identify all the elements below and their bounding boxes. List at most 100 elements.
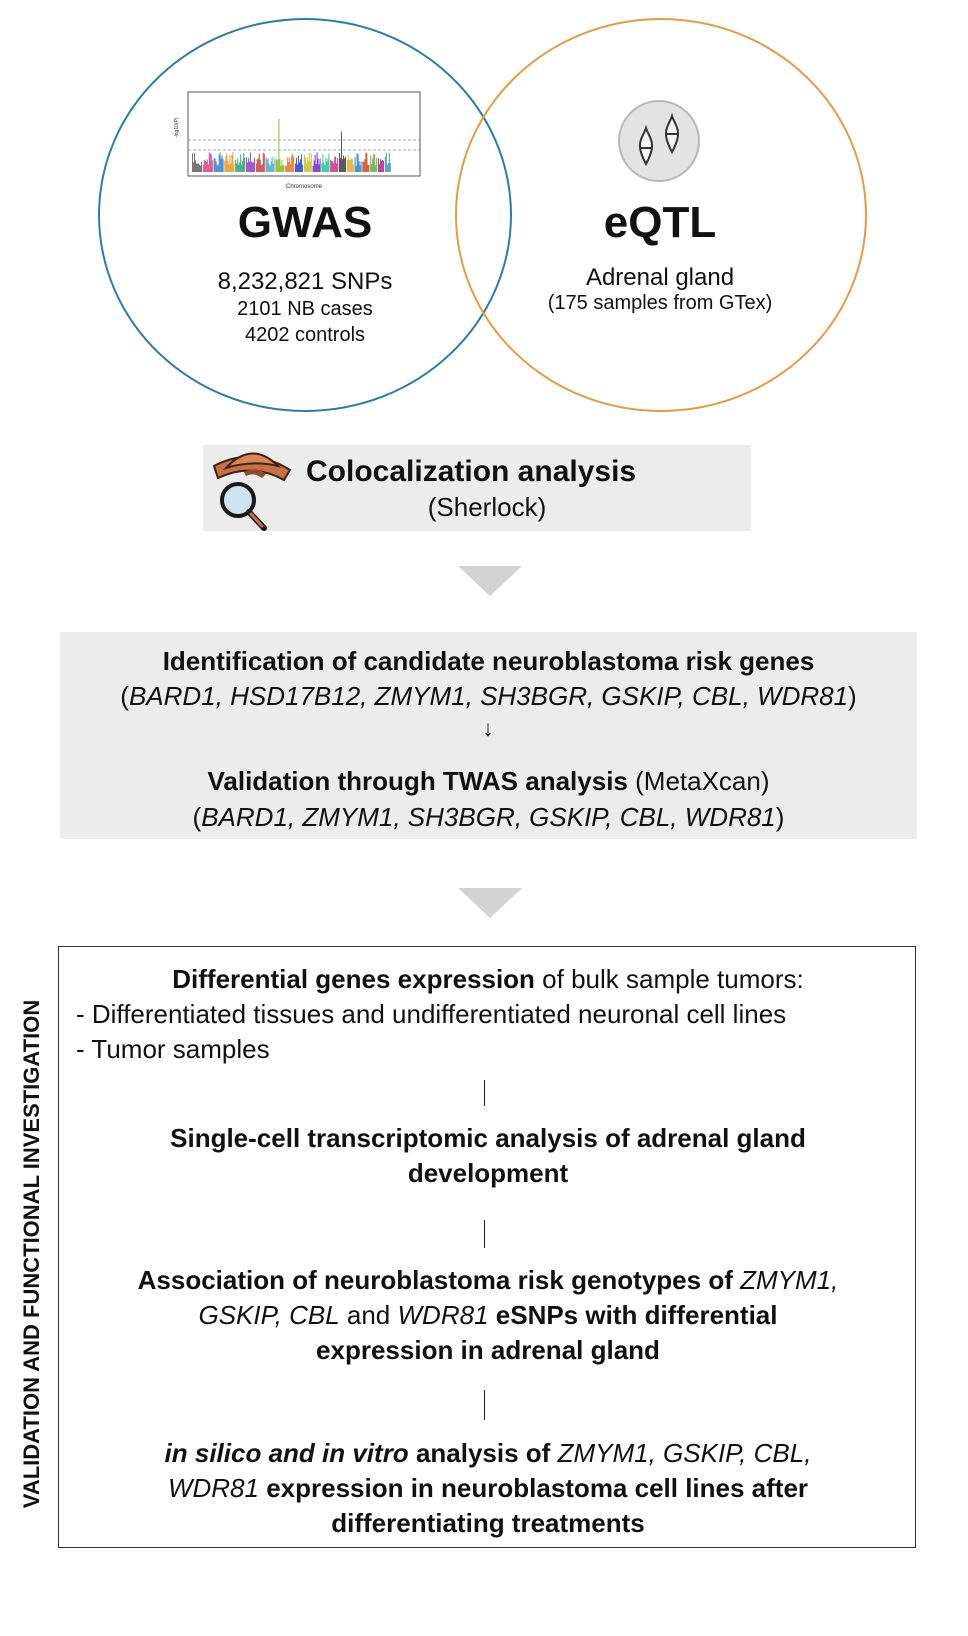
manhattan-mark <box>388 152 390 172</box>
gene-cbl: CBL <box>289 1300 340 1330</box>
step3-line3: expression in adrenal gland <box>316 1335 660 1365</box>
manhattan-mark <box>228 164 230 172</box>
manhattan-mark <box>268 163 270 172</box>
manhattan-mark <box>295 163 296 172</box>
manhattan-mark <box>306 157 308 172</box>
step4-line3: differentiating treatments <box>331 1508 645 1538</box>
step4-line2: WDR81 expression in neuroblastoma cell l… <box>60 1473 916 1504</box>
manhattan-mark <box>302 164 303 172</box>
connector-line <box>484 1390 485 1420</box>
manhattan-plot: -log10(P) Chromosome <box>174 91 421 190</box>
manhattan-mark <box>378 158 379 172</box>
colocalization-box <box>203 445 751 531</box>
manhattan-mark <box>379 163 380 172</box>
manhattan-mark <box>252 162 253 172</box>
manhattan-mark <box>328 153 330 172</box>
manhattan-mark <box>251 161 252 172</box>
manhattan-mark <box>243 152 245 172</box>
manhattan-mark <box>214 158 216 172</box>
manhattan-mark <box>345 156 346 172</box>
manhattan-mark <box>206 159 208 172</box>
manhattan-mark <box>287 157 289 172</box>
manhattan-mark <box>200 165 201 172</box>
manhattan-mark <box>226 152 228 172</box>
manhattan-mark <box>279 159 281 172</box>
manhattan-mark <box>384 156 386 172</box>
manhattan-mark <box>343 155 344 172</box>
step3-b2: eSNPs with differential <box>495 1300 778 1330</box>
manhattan-mark <box>197 163 198 172</box>
manhattan-mark <box>389 162 391 172</box>
step1-bullet2: - Tumor samples <box>76 1034 270 1064</box>
manhattan-mark <box>222 158 224 172</box>
manhattan-mark <box>220 158 222 172</box>
manhattan-mark <box>199 164 200 172</box>
manhattan-mark <box>312 165 314 172</box>
gene-cbl: CBL, <box>753 1438 812 1468</box>
manhattan-mark <box>207 164 209 172</box>
manhattan-mark <box>237 158 239 172</box>
gwas-snps: 8,232,821 SNPs <box>217 268 393 295</box>
manhattan-mark <box>196 163 197 172</box>
candidate-gene-list: BARD1, HSD17B12, ZMYM1, SH3BGR, GSKIP, C… <box>128 681 849 711</box>
manhattan-mark <box>331 161 333 172</box>
step4-bi: in silico and in vitro <box>164 1438 409 1468</box>
gene-wdr81: WDR81 <box>167 1473 259 1503</box>
manhattan-mark <box>381 160 382 172</box>
manhattan-mark <box>340 157 341 172</box>
gene-gskip: GSKIP, <box>663 1438 747 1468</box>
manhattan-mark <box>204 160 206 172</box>
down-arrow <box>458 566 522 596</box>
manhattan-mark <box>205 161 207 172</box>
step1-bold: Differential genes expression <box>172 964 535 994</box>
manhattan-mark <box>208 152 210 172</box>
manhattan-mark <box>288 161 290 172</box>
plot-ylabel: -log10(P) <box>174 117 180 138</box>
manhattan-mark <box>322 154 324 172</box>
manhattan-mark <box>308 153 310 172</box>
manhattan-mark <box>317 158 319 172</box>
manhattan-mark <box>210 154 212 172</box>
manhattan-mark <box>374 154 376 172</box>
manhattan-mark <box>238 164 240 172</box>
eqtl-title: eQTL <box>603 198 717 247</box>
connector-line <box>484 1220 485 1248</box>
manhattan-mark <box>219 152 221 172</box>
manhattan-mark <box>356 153 358 172</box>
manhattan-mark <box>300 159 301 172</box>
manhattan-mark <box>298 155 299 172</box>
manhattan-mark <box>242 160 244 172</box>
manhattan-mark <box>229 154 231 172</box>
manhattan-mark <box>263 153 265 172</box>
manhattan-mark <box>292 154 294 172</box>
twas-title: Validation through TWAS analysis <box>207 766 628 796</box>
manhattan-mark <box>368 165 370 172</box>
manhattan-mark <box>281 160 283 172</box>
manhattan-mark <box>203 159 205 172</box>
manhattan-mark <box>221 155 223 172</box>
manhattan-mark <box>233 164 235 172</box>
manhattan-mark <box>334 156 336 172</box>
manhattan-mark <box>342 159 343 172</box>
manhattan-mark <box>259 160 261 172</box>
manhattan-mark <box>215 161 217 172</box>
manhattan-mark <box>271 156 273 172</box>
manhattan-mark <box>280 165 282 172</box>
manhattan-mark <box>373 153 375 172</box>
eqtl-circle <box>455 18 867 412</box>
manhattan-mark <box>291 155 293 172</box>
manhattan-mark <box>339 153 340 172</box>
manhattan-mark <box>195 160 196 172</box>
manhattan-mark <box>387 163 389 172</box>
step1-rest: of bulk sample tumors: <box>542 964 804 994</box>
manhattan-mark <box>303 154 305 172</box>
step3-line1: Association of neuroblastoma risk genoty… <box>60 1265 916 1296</box>
manhattan-mark <box>358 161 360 172</box>
twas-method: (MetaXcan) <box>635 766 770 796</box>
manhattan-mark <box>297 164 298 172</box>
manhattan-mark <box>299 162 300 172</box>
manhattan-mark <box>227 160 229 172</box>
manhattan-mark <box>321 163 323 172</box>
gwas-cases: 2101 NB cases <box>237 298 373 320</box>
manhattan-mark <box>346 159 348 172</box>
